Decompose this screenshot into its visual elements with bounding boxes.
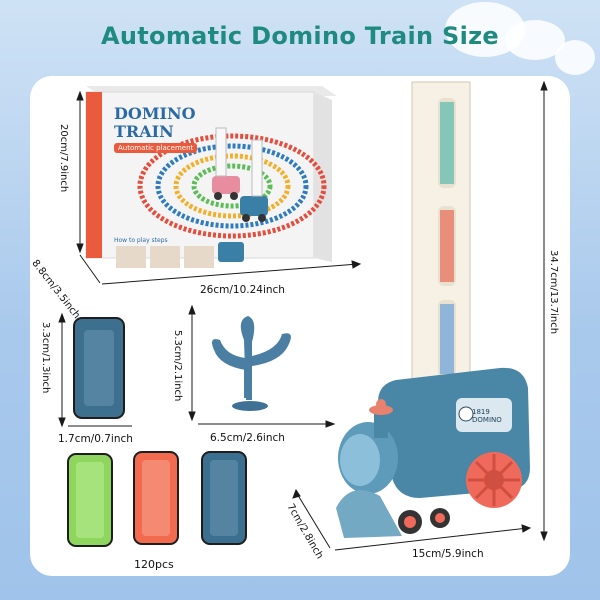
- cactus-piece: [212, 316, 291, 411]
- dim-train-height: 34.7cm/13.7inch: [548, 250, 559, 335]
- dimension-lines: [58, 80, 548, 551]
- dim-cactus-width: 6.5cm/2.6inch: [210, 432, 285, 444]
- box-how-to: How to play steps: [114, 237, 168, 244]
- domino-train: [336, 81, 530, 538]
- domino-green: [67, 453, 113, 547]
- decor-bubble: [555, 40, 595, 75]
- domino-orange: [133, 451, 179, 545]
- page-title: Automatic Domino Train Size: [101, 22, 499, 50]
- product-box: [85, 86, 337, 268]
- dim-domino-width: 1.7cm/0.7inch: [58, 433, 133, 445]
- domino-single: [73, 317, 125, 419]
- pieces-count: 120pcs: [134, 558, 174, 571]
- dim-train-length: 15cm/5.9inch: [412, 548, 484, 560]
- box-brand-line2: TRAIN: [114, 122, 174, 141]
- dim-cactus-height: 5.3cm/2.1inch: [172, 330, 183, 402]
- domino-blue: [201, 451, 247, 545]
- box-badge: Automatic placement: [114, 143, 198, 153]
- dim-box-height: 20cm/7.9inch: [58, 124, 69, 193]
- train-plate: 1819 DOMINO: [472, 408, 502, 424]
- dim-domino-height: 3.3cm/1.3inch: [40, 322, 51, 394]
- box-brand-line1: DOMINO: [114, 104, 196, 123]
- dim-box-width: 26cm/10.24inch: [200, 284, 285, 296]
